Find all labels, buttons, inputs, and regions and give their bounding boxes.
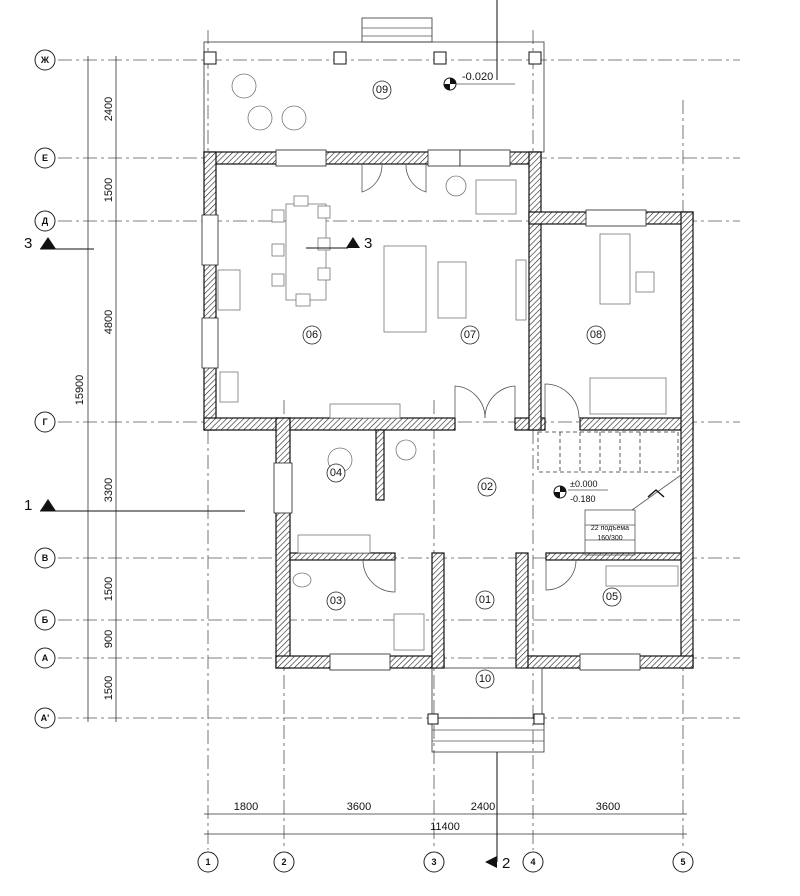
axis-marker: В bbox=[34, 547, 56, 569]
axis-marker: Д bbox=[34, 210, 56, 232]
furniture bbox=[217, 175, 679, 651]
axis-marker: А' bbox=[34, 707, 56, 729]
vertical-dimensions: 15900 2400 1500 4800 3300 1500 900 1500 bbox=[74, 56, 117, 722]
dimension-value: 1500 bbox=[103, 676, 115, 700]
room-number: 02 bbox=[481, 481, 493, 493]
room-07: 07 bbox=[460, 325, 480, 345]
doors bbox=[361, 163, 580, 593]
section-label: 2 bbox=[502, 855, 510, 872]
dimension-value: 3300 bbox=[103, 478, 115, 502]
stair-risers: 22 подъема bbox=[591, 525, 629, 532]
section-label: 1 bbox=[24, 497, 32, 514]
axis-marker: 3 bbox=[423, 851, 445, 873]
dimension-value: 4800 bbox=[103, 310, 115, 334]
axis-label: 3 bbox=[431, 857, 436, 867]
room-number: 03 bbox=[330, 595, 342, 607]
axis-label: 2 bbox=[281, 857, 286, 867]
axis-marker: 1 bbox=[197, 851, 219, 873]
room-08: 08 bbox=[586, 325, 606, 345]
section-label: 3 bbox=[364, 235, 372, 252]
axis-marker: Ж bbox=[34, 49, 56, 71]
section-marker-2: 2 bbox=[485, 0, 510, 872]
dimension-value: 1800 bbox=[234, 801, 258, 813]
axis-label: В bbox=[42, 553, 49, 563]
row-axis-markers: Ж Е Д Г В Б А А' bbox=[34, 49, 56, 729]
axis-label: Ж bbox=[40, 55, 50, 65]
section-marker-1: 1 bbox=[24, 497, 245, 514]
dimension-total: 15900 bbox=[74, 375, 86, 406]
stair-direction-arrow bbox=[647, 489, 665, 498]
axis-marker: 4 bbox=[522, 851, 544, 873]
level-value: ±0.000 bbox=[570, 479, 597, 489]
section-marker-3-inner: 3 bbox=[306, 235, 372, 252]
terrace bbox=[203, 17, 545, 153]
level-value: -0.180 bbox=[570, 494, 596, 504]
axis-label: А bbox=[42, 653, 49, 663]
room-04: 04 bbox=[326, 463, 346, 483]
axis-marker: 5 bbox=[672, 851, 694, 873]
dimension-value: 2400 bbox=[471, 801, 495, 813]
room-number: 08 bbox=[590, 329, 602, 341]
level-value: -0.020 bbox=[462, 71, 493, 83]
dimension-value: 1500 bbox=[103, 178, 115, 202]
room-number: 01 bbox=[479, 594, 491, 606]
room-number: 09 bbox=[376, 84, 388, 96]
room-number: 07 bbox=[464, 329, 476, 341]
dimension-value: 2400 bbox=[103, 97, 115, 121]
axis-label: Е bbox=[42, 153, 48, 163]
axis-label: Д bbox=[42, 216, 49, 226]
dimension-value: 3600 bbox=[596, 801, 620, 813]
room-number: 10 bbox=[479, 673, 491, 685]
room-01: 01 bbox=[475, 590, 495, 610]
staircase: 22 подъема 160/300 bbox=[537, 431, 682, 556]
room-06: 06 bbox=[302, 325, 322, 345]
room-number: 06 bbox=[306, 329, 318, 341]
axis-label: Б bbox=[42, 615, 49, 625]
axis-marker: Е bbox=[34, 147, 56, 169]
horizontal-dimensions: 1800 3600 2400 3600 11400 bbox=[204, 801, 687, 835]
room-number: 05 bbox=[606, 591, 618, 603]
dimension-value: 900 bbox=[103, 630, 115, 648]
axis-label: Г bbox=[42, 417, 47, 427]
dimension-total: 11400 bbox=[430, 821, 460, 833]
entry-porch bbox=[427, 667, 545, 753]
room-05: 05 bbox=[602, 587, 622, 607]
axis-label: 4 bbox=[530, 857, 535, 867]
axis-label: 5 bbox=[680, 857, 685, 867]
room-labels: 09 06 07 08 04 02 03 01 05 10 bbox=[302, 80, 622, 689]
room-02: 02 bbox=[477, 477, 497, 497]
section-marker-3-left: 3 bbox=[24, 235, 94, 252]
col-axis-markers: 1 2 3 4 5 bbox=[197, 851, 694, 873]
level-mark-main: ±0.000 -0.180 bbox=[553, 479, 608, 504]
level-mark-terrace: -0.020 bbox=[443, 71, 515, 91]
dimension-value: 3600 bbox=[347, 801, 371, 813]
room-10: 10 bbox=[475, 669, 495, 689]
axis-marker: 2 bbox=[273, 851, 295, 873]
room-number: 04 bbox=[330, 467, 342, 479]
room-03: 03 bbox=[326, 591, 346, 611]
axis-marker: А bbox=[34, 647, 56, 669]
axis-label: А' bbox=[41, 713, 50, 723]
axis-marker: Г bbox=[34, 411, 56, 433]
axis-marker: Б bbox=[34, 609, 56, 631]
dimension-value: 1500 bbox=[103, 577, 115, 601]
axis-label: 1 bbox=[205, 857, 210, 867]
section-label: 3 bbox=[24, 235, 32, 252]
room-09: 09 bbox=[372, 80, 392, 100]
stair-size: 160/300 bbox=[597, 535, 622, 542]
windows bbox=[201, 149, 647, 671]
